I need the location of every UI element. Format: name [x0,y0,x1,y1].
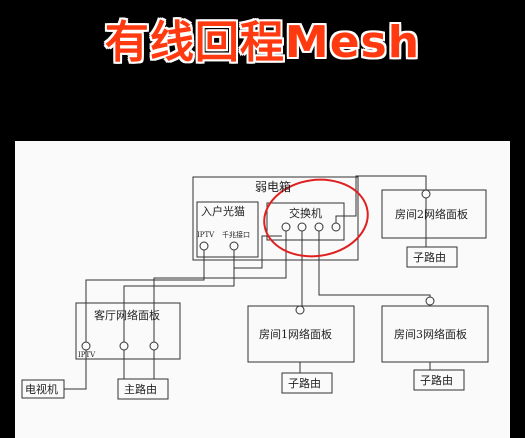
switch-port-4 [331,222,341,232]
room3-port [425,296,435,306]
wire-living-tv [64,350,87,390]
highlight-circle [263,178,369,258]
wire-switch-room2 [335,175,427,223]
page-title: 有线回程Mesh [104,17,421,68]
room2-port [421,189,431,199]
room3-panel-label: 房间3网络面板 [394,327,467,341]
living-port-iptv [81,341,91,351]
switch-box [266,202,345,241]
living-port-3 [149,341,159,351]
sub-router-3-box [413,369,465,391]
living-iptv-label: IPTV [78,351,96,359]
weak-box-label: 弱电箱 [255,179,291,194]
modem-port-gigabit [229,241,239,251]
wire-switch-living [153,231,287,342]
wire-gigabit-living [123,250,235,342]
sub-router-2-label: 子路由 [413,250,446,264]
modem-box [196,201,259,258]
sub-router-1-box [281,372,333,394]
room2-panel-box [381,189,487,239]
room1-port [295,305,305,315]
wire-iptv [85,250,205,342]
living-panel-box [75,302,181,360]
switch-port-3 [314,222,324,232]
switch-port-1 [281,222,291,232]
room1-panel-label: 房间1网络面板 [259,327,332,341]
sub-router-3-label: 子路由 [420,373,453,387]
switch-label: 交换机 [289,206,322,220]
modem-gigabit-label: 千兆接口 [222,230,250,239]
room2-panel-label: 房间2网络面板 [395,207,468,221]
modem-iptv-label: IPTV [197,231,215,239]
modem-port-iptv [199,241,209,251]
living-port-2 [119,341,129,351]
wire-switch-room3 [318,231,431,297]
tv-label: 电视机 [25,382,58,396]
main-router-box [117,378,169,400]
living-panel-label: 客厅网络面板 [94,308,160,322]
switch-port-2 [297,222,307,232]
modem-label: 入户光猫 [201,204,245,218]
sub-router-2-box [406,246,458,268]
room3-panel-box [381,305,489,363]
main-router-label: 主路由 [124,382,157,396]
sub-router-1-label: 子路由 [288,376,321,390]
weak-box [192,176,359,261]
